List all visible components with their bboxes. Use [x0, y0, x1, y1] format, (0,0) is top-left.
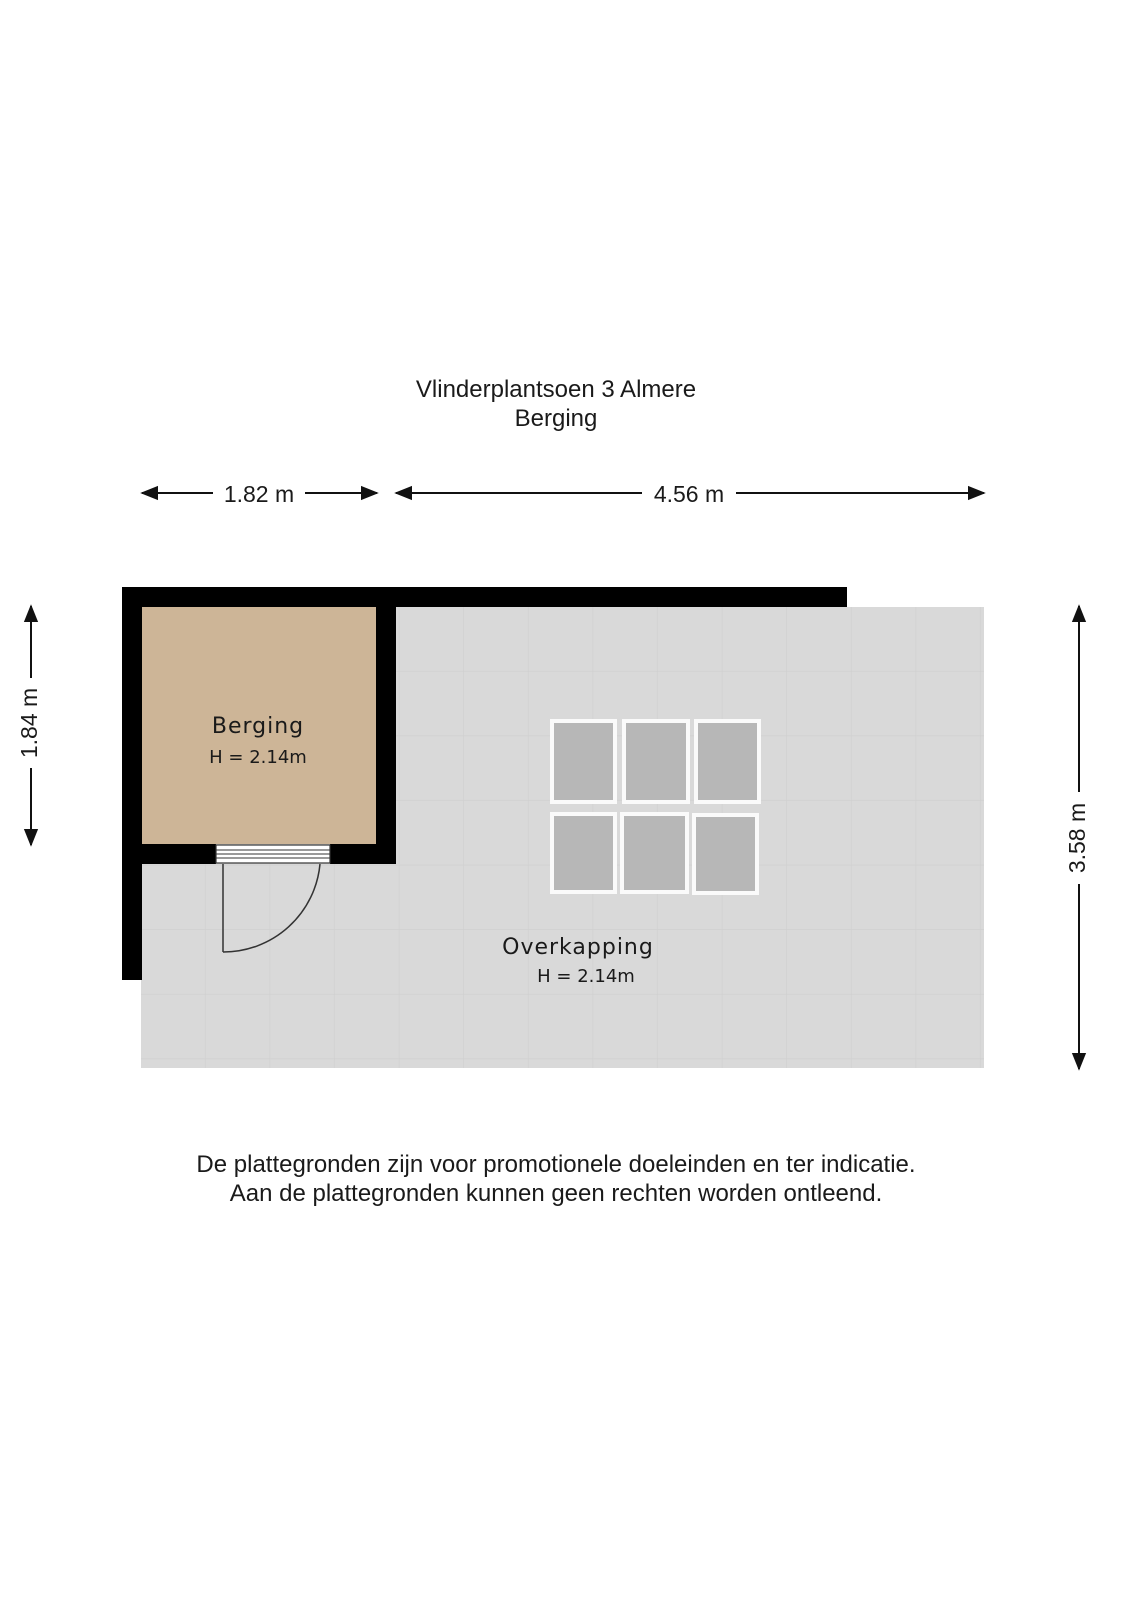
panel — [622, 719, 690, 804]
disclaimer-line-2: Aan de plattegronden kunnen geen rechten… — [229, 1180, 883, 1207]
walls — [122, 587, 847, 980]
plan-address: Vlinderplantsoen 3 Almere — [415, 376, 697, 403]
panel — [550, 719, 617, 804]
disclaimer-line-1: De plattegronden zijn voor promotionele … — [196, 1151, 916, 1178]
wall-berging-right — [376, 587, 396, 864]
dimension-height-right-label: 3.58 m — [1064, 803, 1090, 873]
berging-floor — [141, 607, 376, 844]
plan-floor-name: Berging — [514, 405, 598, 432]
berging-room-height: H = 2.14m — [209, 747, 307, 768]
overkapping-room-name: Overkapping — [502, 935, 654, 960]
panel — [692, 813, 759, 895]
furniture-panels — [550, 719, 761, 895]
wall-berging-bottom-left — [122, 844, 216, 864]
panel — [694, 719, 761, 804]
wall-berging-bottom-right — [330, 844, 396, 864]
berging-room-name: Berging — [212, 714, 304, 739]
dimension-width-right-label: 4.56 m — [654, 481, 724, 507]
panel — [550, 812, 617, 894]
door-swing — [222, 863, 321, 953]
wall-left — [122, 587, 142, 980]
wall-top — [122, 587, 847, 607]
dimension-width-left-label: 1.82 m — [224, 481, 294, 507]
panel — [620, 812, 689, 894]
door — [215, 844, 331, 953]
dimension-height-left-label: 1.84 m — [16, 688, 42, 758]
overkapping-room-height: H = 2.14m — [537, 966, 635, 987]
